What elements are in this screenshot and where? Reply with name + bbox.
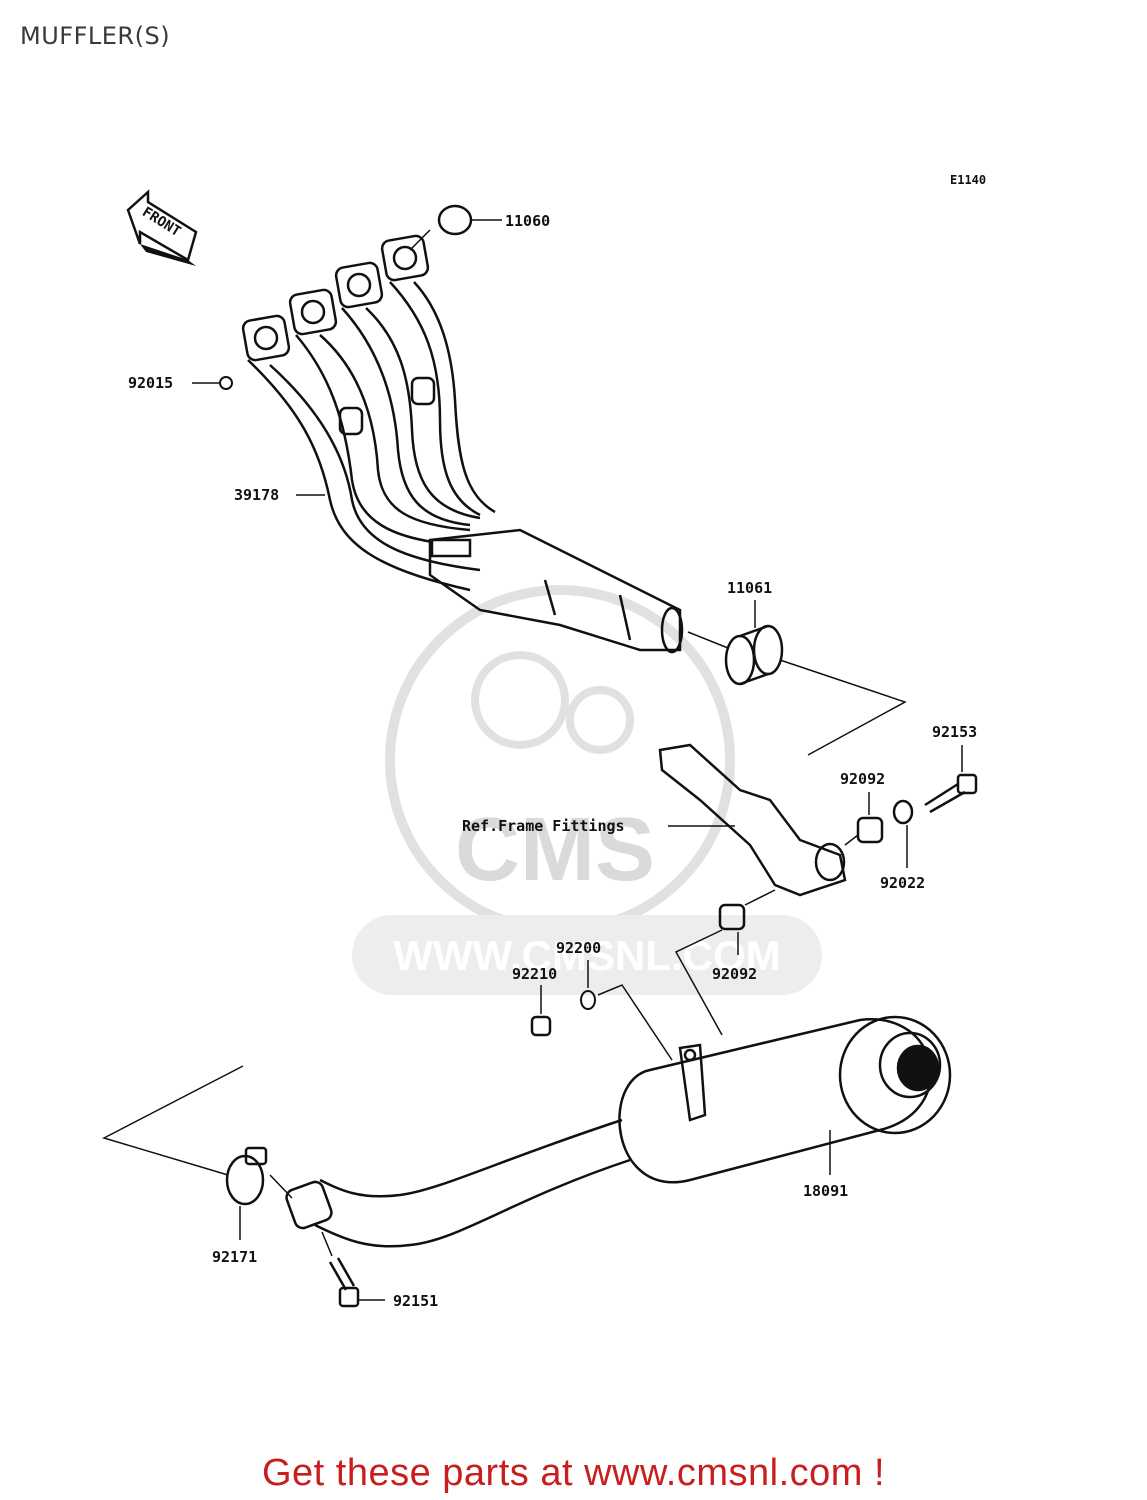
part-label-92171: 92171: [212, 1248, 257, 1266]
clamp-92171-icon: [225, 1146, 268, 1206]
diagram-code: E1140: [950, 173, 986, 187]
bolt-92151-icon: [328, 1257, 360, 1308]
exploded-parts-diagram: CMS WWW.CMSNL.COM FRONT E1140: [102, 173, 986, 1310]
part-label-92092-lower: 92092: [712, 965, 757, 983]
part-label-92153: 92153: [932, 723, 977, 741]
watermark-site: WWW.CMSNL.COM: [393, 932, 780, 979]
footer-link[interactable]: Get these parts at www.cmsnl.com !: [261, 1452, 886, 1494]
washer-92200-icon: [580, 990, 596, 1010]
part-label-18091: 18091: [803, 1182, 848, 1200]
part-label-92092-upper: 92092: [840, 770, 885, 788]
watermark-logo: CMS: [455, 800, 655, 900]
ref-frame-fittings-label: Ref.Frame Fittings: [462, 817, 625, 835]
part-label-92015: 92015: [128, 374, 173, 392]
part-label-11060: 11060: [505, 212, 550, 230]
gasket-11061-icon: [724, 624, 784, 686]
nut-92015-icon: [219, 376, 233, 390]
watermark-banner: [352, 915, 822, 995]
page-title: MUFFLER(S): [20, 22, 171, 50]
part-label-92210: 92210: [512, 965, 557, 983]
gasket-11060-icon: [437, 204, 473, 236]
watermark: CMS WWW.CMSNL.COM: [352, 585, 822, 995]
washer-92022-icon: [892, 799, 914, 825]
part-label-11061: 11061: [727, 579, 772, 597]
muffler-18091: [285, 1015, 952, 1248]
bolt-92153-icon: [924, 773, 978, 814]
grommet-92092-lower-icon: [718, 903, 746, 931]
front-arrow-icon: FRONT: [126, 189, 198, 266]
exhaust-header-pipes: [241, 234, 684, 654]
part-label-92022: 92022: [880, 874, 925, 892]
part-label-92200: 92200: [556, 939, 601, 957]
part-label-92151: 92151: [393, 1292, 438, 1310]
nut-92210-icon: [530, 1015, 552, 1037]
part-label-39178: 39178: [234, 486, 279, 504]
frame-bracket: [658, 743, 847, 897]
grommet-92092-upper-icon: [856, 816, 884, 844]
